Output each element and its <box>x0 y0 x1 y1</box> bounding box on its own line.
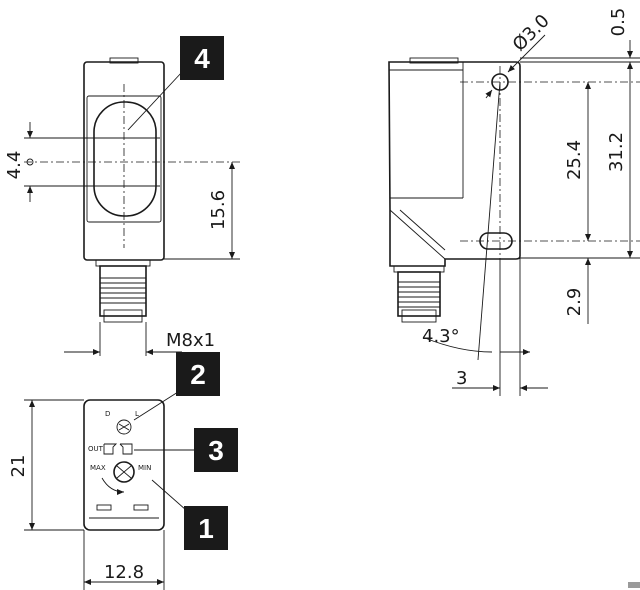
callout-2-box <box>176 352 220 396</box>
front-connector-neck <box>95 259 151 267</box>
back-slot-right <box>133 504 149 511</box>
height-dim: 31.2 <box>606 132 627 172</box>
label-max: MAX <box>90 464 106 472</box>
corner-mark <box>628 582 640 588</box>
back-view: D L OUT MAX MIN 21 <box>8 399 165 590</box>
sensitivity-potentiometer <box>101 461 135 495</box>
bottom-offset-dim: 2.9 <box>564 288 585 317</box>
callout-3-box <box>194 428 238 472</box>
center-to-bottom-dim: 15.6 <box>208 190 229 230</box>
front-top-tab <box>109 57 139 64</box>
front-connector-thread <box>100 277 146 304</box>
front-connector <box>99 265 147 317</box>
callout-1: 1 <box>198 513 214 544</box>
callouts: 4 2 3 1 <box>127 36 238 550</box>
output-indicator-icon <box>103 443 133 455</box>
callout-2: 2 <box>190 359 206 390</box>
lens <box>93 101 157 217</box>
back-slot-left <box>96 504 112 511</box>
label-out: OUT <box>88 445 104 453</box>
back-height-dim: 21 <box>8 455 29 478</box>
callout-1-box <box>184 506 228 550</box>
callout-3: 3 <box>208 435 224 466</box>
side-view: Ø3.0 0.5 25.4 31.2 2.9 4.3° 3 <box>388 8 640 396</box>
dl-switch <box>116 419 132 435</box>
back-width-dim: 12.8 <box>104 562 144 583</box>
label-d: D <box>105 410 110 418</box>
label-l: L <box>135 410 139 418</box>
hole-offset-dim: 3 <box>456 368 467 389</box>
front-view: 4.4 15.6 M8x1 <box>4 57 240 356</box>
angle-dim: 4.3° <box>422 326 460 347</box>
back-housing <box>83 399 165 531</box>
callout-4-box <box>180 36 224 80</box>
hole-spacing-dim: 25.4 <box>564 140 585 180</box>
top-offset-dim: 0.5 <box>608 8 629 37</box>
side-connector-thread <box>398 281 440 308</box>
lens-height-dim: 4.4 <box>4 151 25 180</box>
label-min: MIN <box>138 464 151 472</box>
thread-dim: M8x1 <box>166 330 215 351</box>
callout-4: 4 <box>194 43 210 74</box>
side-connector <box>397 271 441 317</box>
